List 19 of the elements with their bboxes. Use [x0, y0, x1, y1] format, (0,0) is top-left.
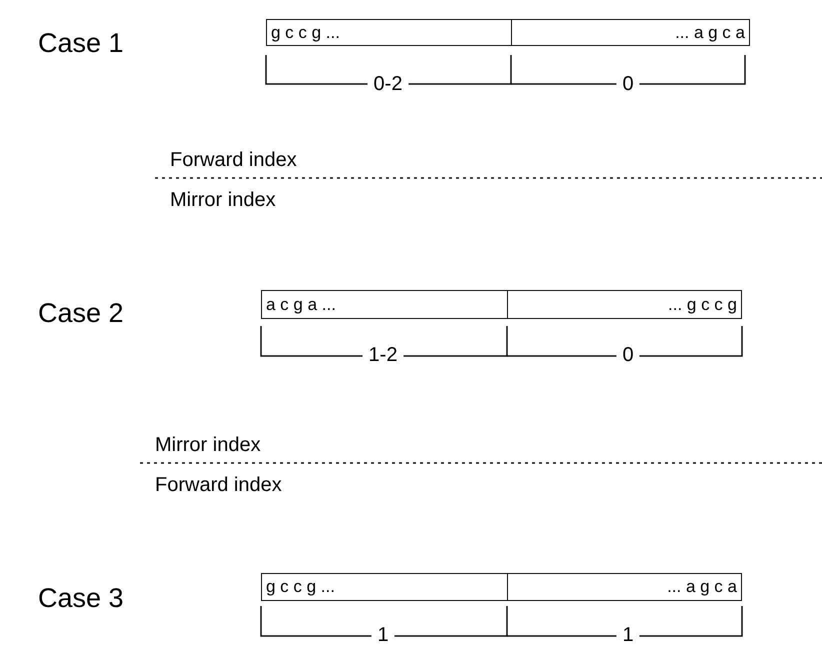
sequence-segment-box [261, 290, 508, 319]
index-label: Forward index [170, 150, 297, 170]
sequence-text: ... g c c g [668, 294, 737, 314]
sequence-text: g c c g ... [271, 22, 340, 42]
sequence-text: ... a g c a [667, 577, 737, 597]
index-label: Mirror index [170, 190, 276, 210]
case-label: Case 1 [38, 30, 124, 57]
sequence-text: ... a g c a [675, 22, 745, 42]
index-label: Mirror index [155, 435, 261, 455]
index-label: Forward index [155, 475, 282, 495]
sequence-text: a c g a ... [266, 294, 336, 314]
case-label: Case 2 [38, 300, 124, 327]
sequence-text: g c c g ... [266, 577, 335, 597]
sequence-segment-box [507, 290, 742, 319]
sequence-segment-box [511, 19, 750, 46]
sequence-segment-box [261, 573, 508, 601]
sequence-segment-box [507, 573, 742, 601]
sequence-segment-box [266, 19, 512, 46]
case-label: Case 3 [38, 585, 124, 612]
